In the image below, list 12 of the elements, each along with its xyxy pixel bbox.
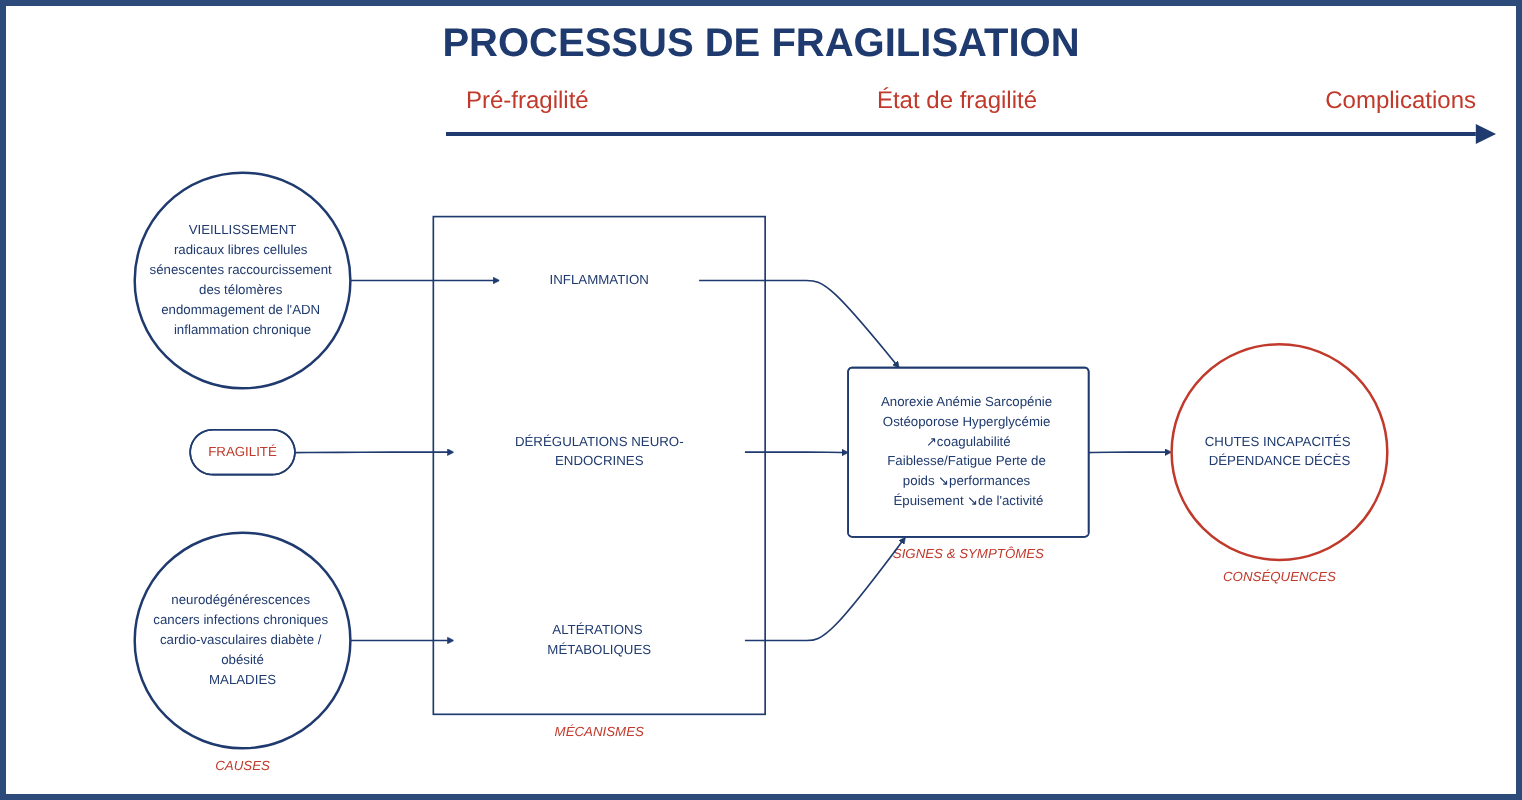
arrow: [743, 448, 849, 457]
phase-label: État de fragilité: [876, 86, 1038, 114]
arrow: [1088, 448, 1172, 456]
arrow: [697, 279, 900, 369]
diagram-title: PROCESSUS DE FRAGILISATION: [440, 22, 1082, 68]
phase-label: Complications: [1325, 86, 1476, 114]
arrow: [743, 536, 906, 642]
arrow: [349, 636, 455, 645]
arrow: [349, 276, 501, 285]
cluster: [432, 215, 766, 716]
phase-label: Pré-fragilité: [466, 86, 589, 114]
arrow: [294, 448, 455, 456]
